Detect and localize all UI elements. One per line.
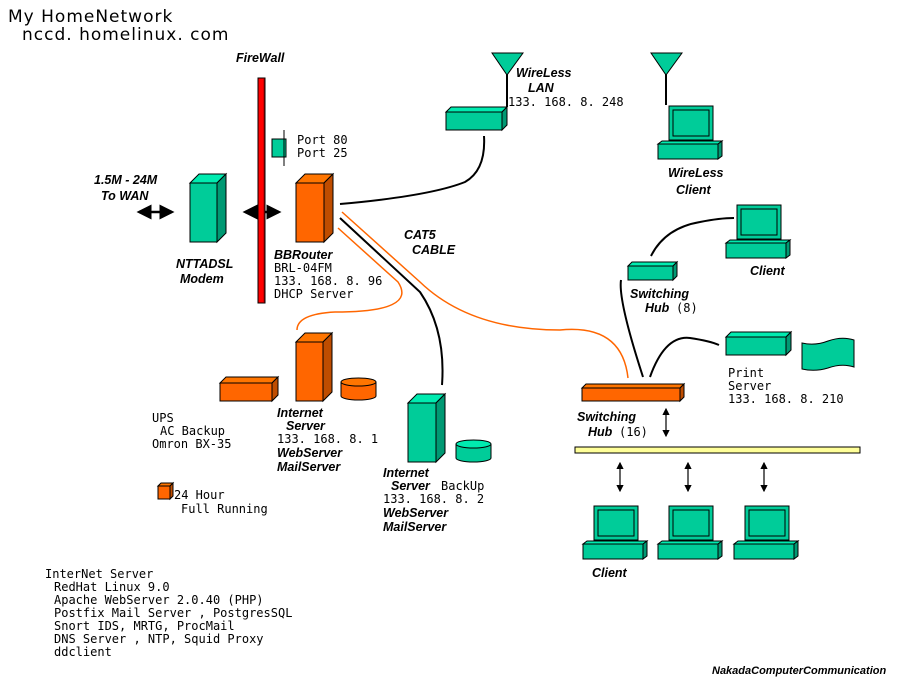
client-top-computer [724,204,792,259]
legend-24h-icon [156,481,175,501]
software-item: Snort IDS, MRTG, ProcMail [54,619,235,633]
wireless-client-label-1: WireLess [668,166,724,180]
wireless-client-label-2: Client [676,183,712,197]
legend-label-1: 24 Hour [174,488,225,502]
title-line2: nccd. homelinux. com [22,25,229,45]
backup-server-disk-icon [455,439,492,463]
cables [296,135,735,386]
cable-hub8-to-client [650,217,735,257]
wan-speed-label: 1.5M - 24M [94,173,158,187]
backup-server-ip: 133. 168. 8. 2 [383,492,484,506]
lan-backbone-bar [574,446,861,454]
software-item: InterNet Server [45,567,153,581]
router-device [294,172,335,244]
client-bottom-2-computer [656,505,724,560]
backup-server-mail: MailServer [383,520,447,534]
port-forward-icon [271,130,287,166]
hub8-device [626,260,679,282]
ups-label-3: Omron BX-35 [152,437,231,451]
ups-label-1: UPS [152,411,174,425]
internet-server-label-2: Server [286,419,326,433]
wireless-lan-ip: 133. 168. 8. 248 [508,95,624,109]
internet-server-mail: MailServer [277,460,341,474]
print-server-label-1: Print [728,366,764,380]
ups-label-2: AC Backup [160,424,225,438]
internet-server-ip: 133. 168. 8. 1 [277,432,378,446]
wireless-lan-label-2: LAN [528,81,555,95]
devices [156,52,861,560]
hub8-ports: (8) [676,301,698,315]
legend-label-2: Full Running [181,502,268,516]
wan-label: To WAN [101,189,149,203]
wireless-lan-label-1: WireLess [516,66,572,80]
software-list: InterNet Server RedHat Linux 9.0 Apache … [45,567,292,659]
router-ip: 133. 168. 8. 96 [274,274,382,288]
internet-server-label-1: Internet [277,406,324,420]
software-item: RedHat Linux 9.0 [54,580,170,594]
backup-server-device [406,392,447,464]
cable-router-to-wireless-ap [339,135,486,205]
print-server-ip: 133. 168. 8. 210 [728,392,844,406]
print-server-device [724,330,793,357]
router-dhcp: DHCP Server [274,287,353,301]
router-label: BBRouter [274,248,333,262]
labels: My HomeNetwork nccd. homelinux. com Fire… [8,7,886,677]
client-bottom-1-computer [581,505,649,560]
cable-label-1: CAT5 [404,228,437,242]
backup-server-label-2: Server [391,479,431,493]
internet-server-disk-icon [340,377,377,401]
cable-router-to-hub16 [341,211,629,379]
printer-paper-icon [801,337,855,371]
clients-bottom-label: Client [592,566,628,580]
print-server-label-2: Server [728,379,771,393]
firewall-bar [257,77,266,304]
footer-credit: NakadaComputerCommunication [712,665,886,677]
wireless-client-antenna-icon [650,52,683,105]
modem-label-2: Modem [180,272,224,286]
backup-server-tag: BackUp [441,479,484,493]
firewall-label: FireWall [236,51,285,65]
modem-label-1: NTTADSL [176,257,233,271]
internet-server-web: WebServer [277,446,343,460]
client-top-label: Client [750,264,786,278]
software-item: ddclient [54,645,112,659]
ups-device [218,375,280,403]
title-line1: My HomeNetwork [8,7,173,27]
hub16-ports: (16) [619,425,648,439]
cable-router-to-backup-server [339,217,444,386]
backup-server-label-1: Internet [383,466,430,480]
cable-router-to-internet-server [296,227,403,331]
backup-server-web: WebServer [383,506,449,520]
client-bottom-3-computer [732,505,800,560]
hub8-label-1: Switching [630,287,689,301]
software-item: Postfix Mail Server , PostgresSQL [54,606,292,620]
internet-server-device [294,331,334,403]
hub16-device [580,382,686,403]
router-model: BRL-04FM [274,261,332,275]
software-item: DNS Server , NTP, Squid Proxy [54,632,264,646]
software-item: Apache WebServer 2.0.40 (PHP) [54,593,264,607]
cable-hub16-to-hub8 [619,279,644,378]
port-80-label: Port 80 [297,133,348,147]
wireless-ap-antenna-icon [491,52,524,107]
hub16-label-1: Switching [577,410,636,424]
hub16-label-2: Hub [588,425,613,439]
hub8-label-2: Hub [645,301,670,315]
modem-device [188,172,228,244]
wireless-client-computer [656,105,724,160]
cable-label-2: CABLE [412,243,456,257]
cable-hub16-to-print-server [649,336,720,378]
wireless-ap-device [444,105,509,132]
port-25-label: Port 25 [297,146,348,160]
